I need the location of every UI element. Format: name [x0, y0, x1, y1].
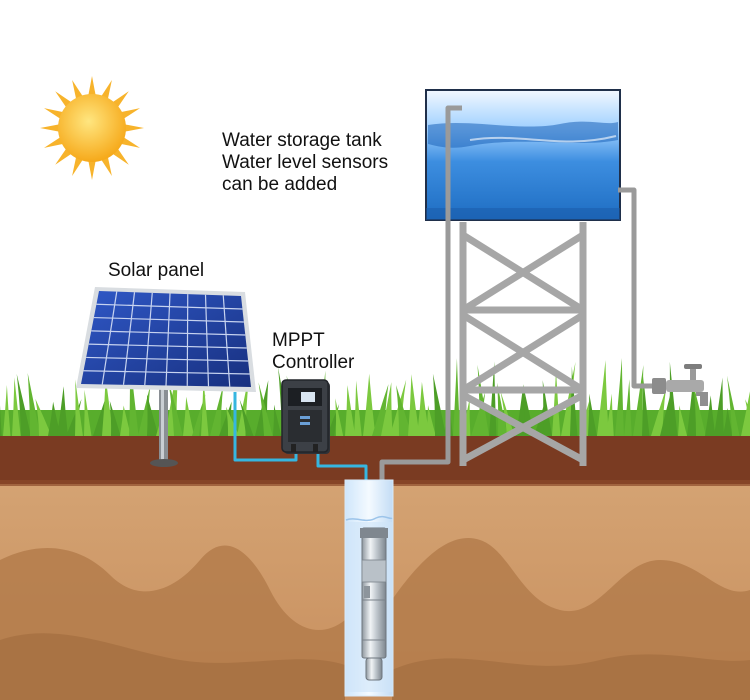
controller-display: [301, 392, 315, 402]
controller-label: MPPT Controller: [272, 330, 354, 374]
submersible-pump: [360, 527, 388, 681]
solar-panel-label: Solar panel: [108, 260, 205, 281]
panel-cells: [83, 291, 250, 387]
controller-label-line-1: MPPT: [272, 330, 325, 351]
sun-ray: [87, 76, 97, 99]
panel-base: [150, 459, 178, 467]
mppt-controller: [281, 379, 330, 454]
tank-label: Water storage tank Water level sensors c…: [222, 130, 388, 196]
outlet-pipe: [618, 187, 652, 389]
water-tap-icon: [652, 364, 708, 406]
solar-panel: [76, 287, 256, 467]
water-storage-tank: [425, 89, 621, 221]
controller-label-line-2: Controller: [272, 352, 355, 373]
tank-label-line-1: Water storage tank: [222, 130, 382, 151]
panel-to-controller-cable: [233, 392, 298, 462]
soil-wave-low-right: [392, 654, 750, 700]
sun-ray: [40, 123, 63, 133]
sun-icon: [40, 76, 144, 180]
soil-wave-low-left: [0, 633, 345, 700]
water-tower: [459, 222, 587, 466]
panel-pole-highlight: [161, 385, 164, 465]
topsoil-band: [0, 432, 750, 484]
tank-label-line-2: Water level sensors: [222, 152, 389, 173]
panel-surface: [81, 291, 251, 387]
tank-label-line-3: can be added: [222, 174, 338, 195]
sun-ray: [87, 157, 97, 180]
sun-ray: [121, 123, 144, 133]
